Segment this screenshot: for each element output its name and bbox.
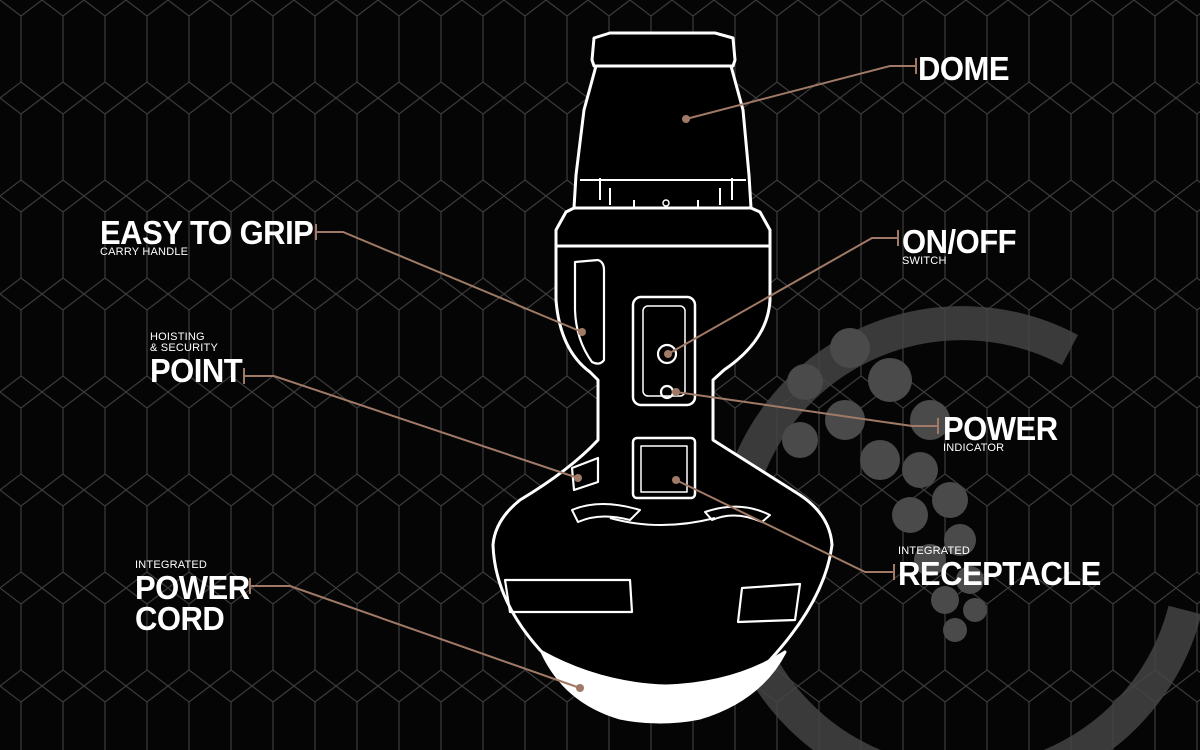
carry-handle: [573, 258, 606, 365]
on-off-switch: [656, 343, 678, 365]
label-hoisting-pre2: & SECURITY: [150, 342, 219, 354]
switch-panel: [631, 295, 697, 407]
leader-dome: [685, 58, 917, 120]
label-power-cord-title: POWER: [135, 568, 250, 607]
label-receptacle-title: RECEPTACLE: [898, 554, 1101, 593]
leader-hoisting: [243, 368, 579, 479]
label-easy-grip-subtitle: CARRY HANDLE: [100, 246, 189, 258]
label-power-indicator-subtitle: INDICATOR: [943, 442, 1005, 454]
leader-dots: [574, 115, 690, 692]
label-easy-grip: EASY TO GRIP CARRY HANDLE: [100, 213, 314, 258]
label-dome: DOME: [918, 49, 1010, 88]
label-receptacle-pre: INTEGRATED: [898, 545, 971, 557]
leader-easy-grip: [315, 224, 583, 333]
leader-on-off: [667, 230, 899, 355]
label-power-cord-title2: CORD: [135, 599, 225, 638]
label-easy-grip-title: EASY TO GRIP: [100, 213, 314, 252]
label-receptacle: INTEGRATED RECEPTACLE: [898, 545, 1101, 593]
leader-receptacle: [675, 479, 895, 580]
label-power-cord-pre: INTEGRATED: [135, 559, 208, 571]
label-on-off-title: ON/OFF: [902, 222, 1017, 261]
dome-cap: [590, 31, 737, 68]
label-power-indicator: POWER INDICATOR: [943, 412, 1058, 454]
label-hoisting-pre: HOISTING: [150, 331, 205, 343]
watermark-dots: [782, 328, 987, 642]
leader-power-cord: [249, 578, 581, 689]
label-power-indicator-title: POWER: [943, 409, 1058, 448]
receptacle: [631, 436, 697, 500]
hoisting-point: [570, 456, 600, 492]
label-hoisting-title: POINT: [150, 351, 243, 390]
label-on-off: ON/OFF SWITCH: [902, 222, 1017, 267]
product-illustration: [491, 31, 834, 724]
label-hoisting: HOISTING & SECURITY POINT: [150, 331, 243, 390]
base-skirt: [540, 650, 787, 724]
label-power-cord: INTEGRATED POWER CORD: [135, 559, 250, 638]
label-dome-title: DOME: [918, 49, 1010, 88]
leader-power-indicator: [675, 391, 939, 434]
leader-lines: [243, 58, 939, 689]
label-on-off-subtitle: SWITCH: [902, 255, 947, 267]
